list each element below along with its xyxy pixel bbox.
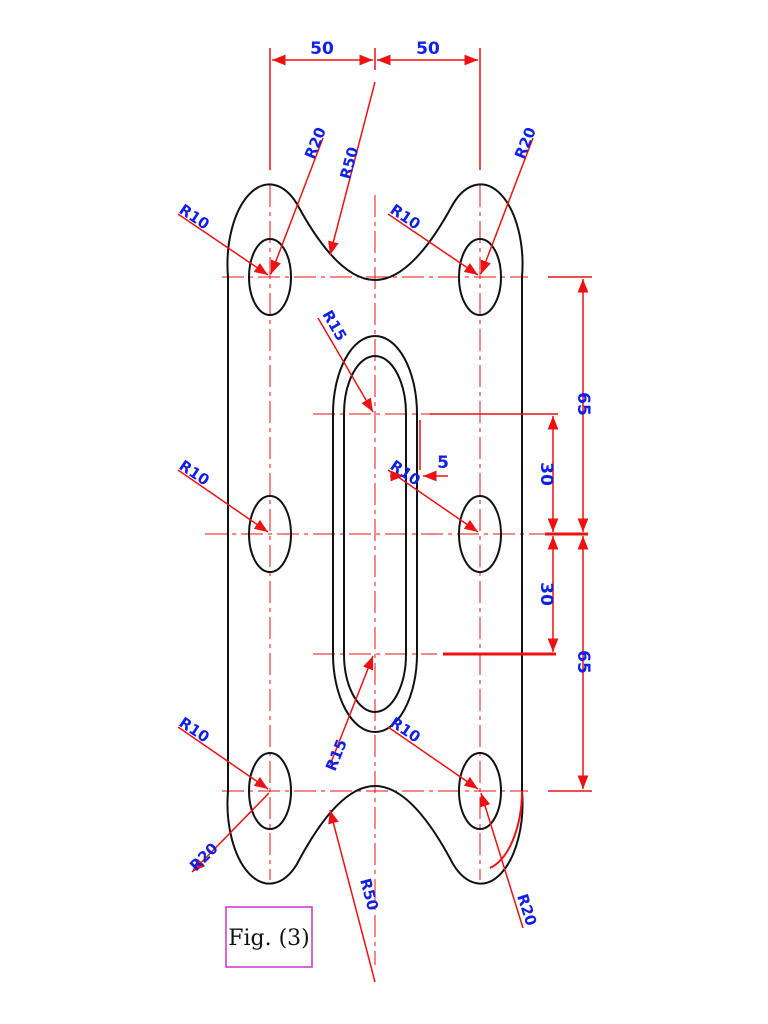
label-r10-bot-right: R10 [387, 713, 424, 746]
hole-mid-left [248, 495, 292, 573]
label-r10-mid-left: R10 [176, 456, 213, 489]
dim-65-upper: 65 [573, 392, 593, 416]
dim-5: 5 [437, 453, 449, 473]
hole-bot-left [248, 752, 292, 830]
dim-50-left: 50 [310, 39, 334, 59]
label-r15-top: R15 [319, 307, 351, 344]
label-r10-bot-left: R10 [176, 713, 213, 746]
slot-outer [332, 335, 418, 733]
dimension-lines [269, 48, 592, 792]
label-r50-bottom: R50 [356, 876, 382, 912]
dim-30-lower: 30 [536, 582, 556, 606]
dim-50-right: 50 [416, 39, 440, 59]
label-r15-bottom: R15 [322, 737, 351, 774]
label-r10-top-left: R10 [176, 200, 213, 233]
label-r20-top-right: R20 [511, 125, 540, 162]
figure-caption: Fig. (3) [228, 926, 310, 951]
caption-box [225, 906, 313, 968]
red-corner-arc [489, 790, 523, 869]
label-r20-top-left: R20 [301, 125, 330, 162]
dim-30-upper: 30 [536, 462, 556, 486]
label-r10-top-right: R10 [387, 200, 424, 233]
hole-top-right [458, 238, 502, 316]
hole-mid-right [458, 495, 502, 573]
label-r20-bot-left: R20 [186, 839, 222, 875]
radius-leaders [177, 81, 534, 983]
slot-inner [343, 355, 407, 713]
dim-65-lower: 65 [573, 650, 593, 674]
dimension-heavy-marks [443, 532, 588, 656]
hole-top-left [248, 238, 292, 316]
hole-bot-right [458, 752, 502, 830]
center-lines [205, 185, 545, 965]
label-r50-top: R50 [336, 145, 362, 181]
